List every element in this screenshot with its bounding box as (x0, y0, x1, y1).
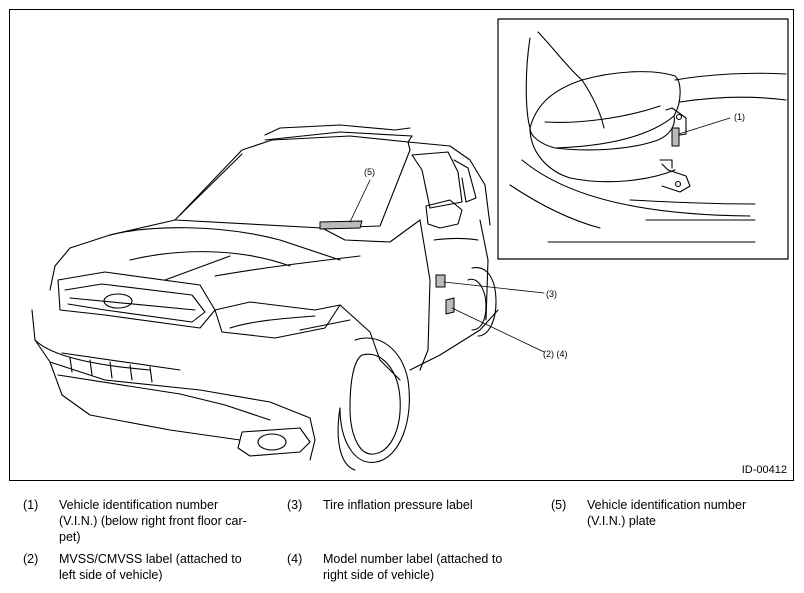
callout-3: (3) (546, 289, 557, 299)
legend-item-5-number: (5) (551, 498, 567, 512)
callout-1-inset: (1) (734, 112, 745, 122)
tire-label-marker (435, 274, 446, 288)
legend-item-1-number: (1) (23, 498, 39, 512)
legend-item-4-number: (4) (287, 552, 303, 566)
vin-plate-marker (319, 220, 363, 230)
legend-item-3-number: (3) (287, 498, 303, 512)
vehicle-label-location-diagram: (1) (31, 18, 789, 471)
legend-item-1-line-2: (V.I.N.) (below right front floor car- (59, 514, 247, 528)
legend-item-5-line-2: (V.I.N.) plate (587, 514, 657, 528)
callout-5: (5) (364, 167, 375, 177)
legend-item-3-line-1: Tire inflation pressure label (323, 498, 473, 512)
figure-frame: (1) (9, 9, 794, 481)
legend-item-1-line-1: Vehicle identification number (59, 498, 219, 512)
figure-id: ID-00412 (741, 464, 787, 476)
vehicle-drawing: (5) (3) (2) (4) (31, 124, 568, 471)
legend-item-1-line-3: pet) (59, 530, 81, 544)
callout-2-4: (2) (4) (543, 349, 568, 359)
legend-item-2-number: (2) (23, 552, 39, 566)
mvss-label-marker (445, 297, 455, 315)
legend-item-5-line-1: Vehicle identification number (587, 498, 747, 512)
inset-detail: (1) (497, 18, 789, 260)
legend-item-2-line-1: MVSS/CMVSS label (attached to (59, 552, 242, 566)
legend-item-4-line-2: right side of vehicle) (323, 568, 435, 582)
legend-item-2-line-2: left side of vehicle) (59, 568, 163, 582)
legend-item-4-line-1: Model number label (attached to (323, 552, 503, 566)
